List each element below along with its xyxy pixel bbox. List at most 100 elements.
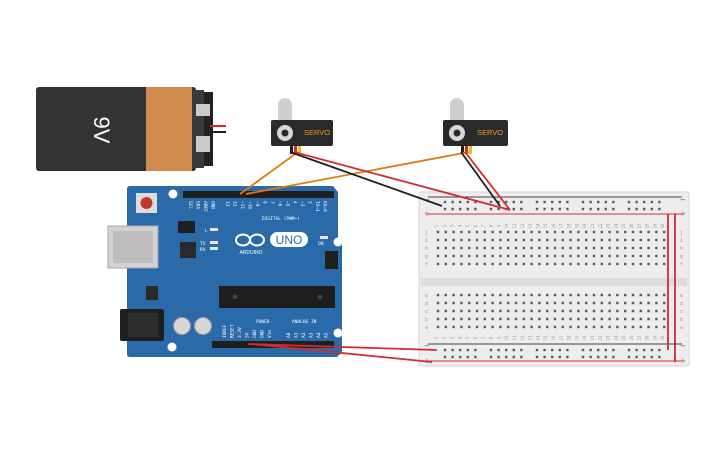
- breadboard-hole[interactable]: [663, 301, 666, 305]
- rail-hole[interactable]: [466, 355, 469, 359]
- breadboard-hole[interactable]: [585, 238, 588, 242]
- breadboard-hole[interactable]: [538, 325, 541, 329]
- servo-2[interactable]: SERVO: [443, 98, 508, 154]
- breadboard-hole[interactable]: [452, 262, 455, 266]
- breadboard-hole[interactable]: [585, 230, 588, 234]
- rail-hole[interactable]: [443, 348, 447, 352]
- breadboard-hole[interactable]: [452, 254, 455, 258]
- breadboard-hole[interactable]: [530, 301, 533, 305]
- rail-hole[interactable]: [551, 348, 554, 352]
- breadboard-hole[interactable]: [514, 230, 518, 234]
- breadboard-hole[interactable]: [553, 325, 557, 329]
- wires[interactable]: [239, 151, 676, 363]
- breadboard-hole[interactable]: [631, 317, 635, 321]
- battery-terminal-positive[interactable]: [196, 104, 210, 116]
- breadboard-hole[interactable]: [499, 238, 502, 242]
- breadboard-hole[interactable]: [616, 325, 619, 329]
- breadboard-hole[interactable]: [600, 230, 603, 234]
- breadboard-hole[interactable]: [483, 254, 486, 258]
- rail-hole[interactable]: [505, 355, 508, 359]
- rail-hole[interactable]: [589, 355, 592, 359]
- breadboard-hole[interactable]: [514, 238, 518, 242]
- breadboard-hole[interactable]: [631, 254, 635, 258]
- breadboard-hole[interactable]: [663, 246, 666, 250]
- breadboard-hole[interactable]: [647, 317, 650, 321]
- rail-hole[interactable]: [643, 355, 646, 359]
- breadboard-hole[interactable]: [452, 301, 455, 305]
- breadboard[interactable]: − + − + − + − + j i h g f e d c b a j i …: [418, 191, 690, 367]
- breadboard-hole[interactable]: [507, 325, 510, 329]
- breadboard-hole[interactable]: [616, 309, 619, 313]
- breadboard-hole[interactable]: [483, 262, 486, 266]
- rail-hole[interactable]: [466, 348, 469, 352]
- rail-hole[interactable]: [497, 355, 500, 359]
- breadboard-hole[interactable]: [663, 309, 666, 313]
- breadboard-hole[interactable]: [452, 230, 455, 234]
- breadboard-hole[interactable]: [631, 246, 635, 250]
- breadboard-hole[interactable]: [655, 317, 658, 321]
- breadboard-hole[interactable]: [468, 293, 471, 297]
- breadboard-hole[interactable]: [608, 238, 611, 242]
- rail-hole[interactable]: [566, 355, 569, 359]
- breadboard-hole[interactable]: [475, 230, 479, 234]
- breadboard-hole[interactable]: [577, 230, 580, 234]
- breadboard-hole[interactable]: [538, 262, 541, 266]
- wire-servo2-signal[interactable]: [245, 151, 470, 195]
- breadboard-hole[interactable]: [608, 262, 611, 266]
- rail-hole[interactable]: [497, 207, 500, 211]
- breadboard-hole[interactable]: [592, 254, 596, 258]
- rail-hole[interactable]: [459, 348, 462, 352]
- breadboard-hole[interactable]: [436, 317, 440, 321]
- rail-hole[interactable]: [650, 207, 653, 211]
- digital-header[interactable]: [183, 191, 334, 198]
- breadboard-hole[interactable]: [561, 309, 564, 313]
- wire-arduino-5v[interactable]: [247, 343, 438, 351]
- breadboard-hole[interactable]: [475, 293, 479, 297]
- breadboard-hole[interactable]: [592, 238, 596, 242]
- rail-hole[interactable]: [597, 207, 600, 211]
- breadboard-hole[interactable]: [546, 301, 549, 305]
- rail-hole[interactable]: [459, 355, 462, 359]
- rail-hole[interactable]: [627, 355, 631, 359]
- rail-hole[interactable]: [597, 355, 600, 359]
- breadboard-hole[interactable]: [608, 325, 611, 329]
- breadboard-hole[interactable]: [475, 309, 479, 313]
- breadboard-hole[interactable]: [538, 293, 541, 297]
- breadboard-hole[interactable]: [655, 262, 658, 266]
- breadboard-hole[interactable]: [655, 238, 658, 242]
- breadboard-hole[interactable]: [655, 309, 658, 313]
- breadboard-hole[interactable]: [655, 301, 658, 305]
- breadboard-hole[interactable]: [647, 238, 650, 242]
- servo-1[interactable]: SERVO: [271, 98, 333, 154]
- breadboard-hole[interactable]: [639, 238, 642, 242]
- breadboard-hole[interactable]: [507, 317, 510, 321]
- breadboard-hole[interactable]: [600, 262, 603, 266]
- breadboard-hole[interactable]: [460, 309, 463, 313]
- breadboard-hole[interactable]: [530, 238, 533, 242]
- rail-hole[interactable]: [643, 200, 646, 204]
- breadboard-hole[interactable]: [546, 262, 549, 266]
- breadboard-hole[interactable]: [499, 309, 502, 313]
- breadboard-hole[interactable]: [514, 325, 518, 329]
- breadboard-hole[interactable]: [483, 238, 486, 242]
- breadboard-hole[interactable]: [616, 317, 619, 321]
- breadboard-hole[interactable]: [647, 254, 650, 258]
- breadboard-hole[interactable]: [452, 325, 455, 329]
- rail-hole[interactable]: [543, 348, 546, 352]
- breadboard-hole[interactable]: [530, 254, 533, 258]
- servo-1-pin-power[interactable]: [294, 146, 297, 154]
- rail-hole[interactable]: [604, 355, 607, 359]
- breadboard-hole[interactable]: [546, 246, 549, 250]
- breadboard-hole[interactable]: [491, 238, 494, 242]
- breadboard-hole[interactable]: [639, 254, 642, 258]
- breadboard-hole[interactable]: [600, 254, 603, 258]
- breadboard-hole[interactable]: [538, 317, 541, 321]
- breadboard-hole[interactable]: [553, 301, 557, 305]
- breadboard-hole[interactable]: [452, 238, 455, 242]
- breadboard-hole[interactable]: [608, 309, 611, 313]
- breadboard-hole[interactable]: [577, 246, 580, 250]
- rail-hole[interactable]: [459, 200, 462, 204]
- breadboard-hole[interactable]: [585, 293, 588, 297]
- breadboard-hole[interactable]: [546, 254, 549, 258]
